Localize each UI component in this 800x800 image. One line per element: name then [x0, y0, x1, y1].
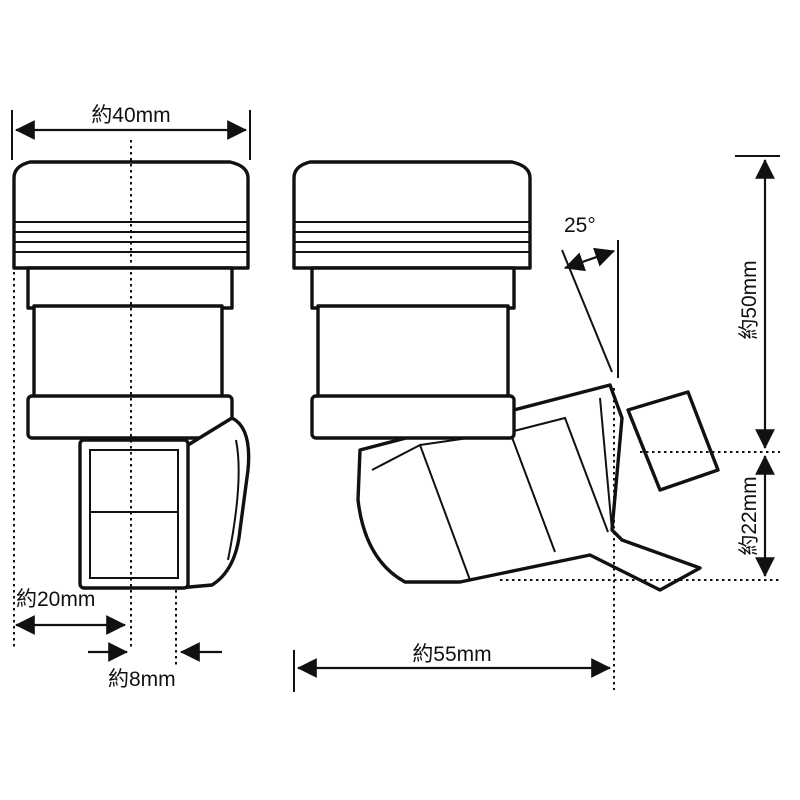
label-offset-8: 約8mm: [108, 668, 176, 691]
label-width-40: 約40mm: [91, 104, 170, 127]
label-angle-25: 25°: [564, 214, 596, 237]
front-fitting: [78, 438, 190, 590]
dimension-55mm: 約55mm: [293, 643, 611, 692]
label-length-55: 約55mm: [412, 643, 491, 666]
dimension-50mm: 約50mm: [735, 155, 780, 449]
side-neck: [310, 266, 516, 310]
label-width-20: 約20mm: [16, 588, 95, 611]
dimension-25deg: 25°: [564, 214, 615, 272]
dimension-40mm: 約40mm: [11, 104, 251, 160]
side-bottom-ring: [310, 394, 516, 440]
dimension-20mm: 約20mm: [15, 588, 126, 635]
label-height-22: 約22mm: [738, 476, 761, 555]
dimension-22mm: 約22mm: [738, 455, 775, 577]
dimension-8mm: 約8mm: [88, 642, 222, 691]
side-outlet: [626, 390, 720, 492]
front-neck: [26, 266, 234, 310]
label-height-50: 約50mm: [738, 260, 761, 339]
side-tank: [316, 304, 510, 402]
front-view: [12, 140, 251, 665]
side-view: [292, 160, 780, 690]
front-tank: [32, 304, 224, 402]
